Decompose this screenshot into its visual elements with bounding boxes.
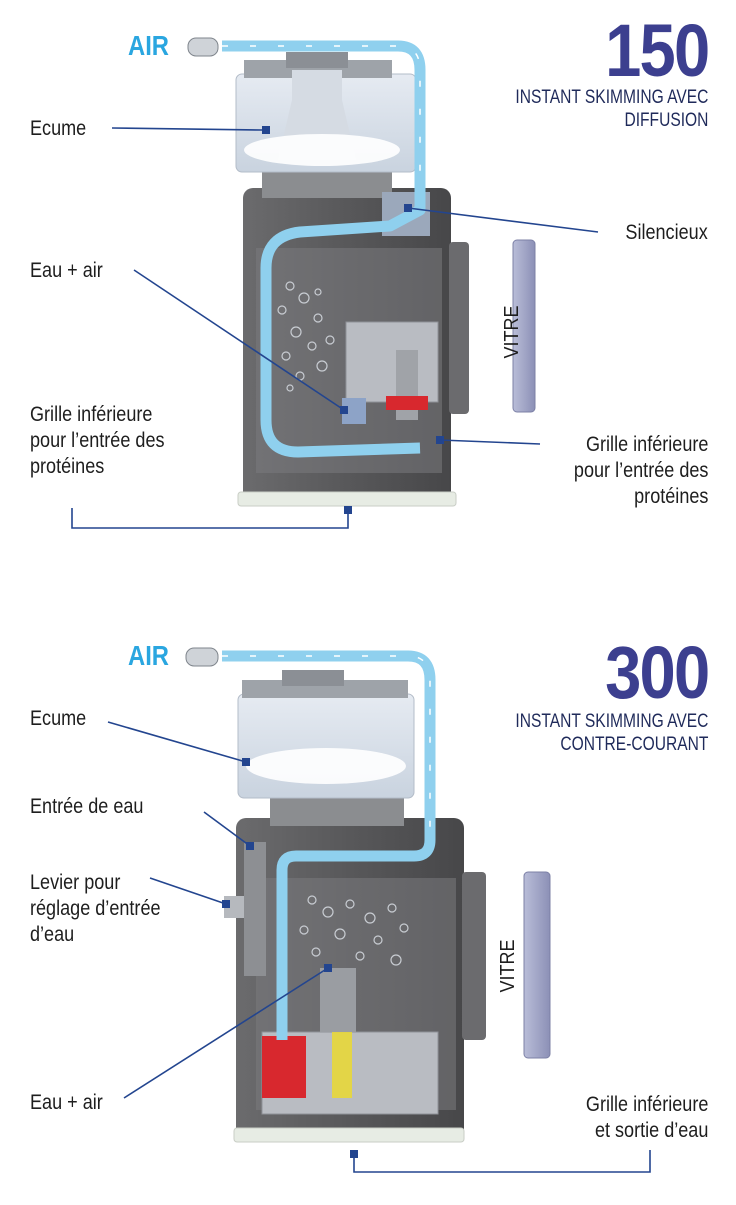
skimmer-300-riser: [270, 796, 404, 826]
skimmer-150-base: [237, 491, 457, 507]
bubbles-300: [299, 895, 409, 966]
skimmer-300-foam: [246, 748, 406, 784]
pump-300-impeller: [332, 1026, 352, 1098]
air-label-300: AIR: [128, 640, 169, 671]
label-grille-left-150: Grille inférieure pour l’entrée des prot…: [30, 403, 165, 478]
pump-300-venturi: [320, 968, 356, 1032]
skimmer-150-riser: [262, 170, 392, 198]
air-label-150: AIR: [128, 30, 169, 61]
label-silencieux-150: Silencieux: [625, 221, 708, 244]
subtitle-150: INSTANT SKIMMING AVEC DIFFUSION: [514, 87, 708, 131]
vitre-label-150: VITRE: [501, 305, 523, 359]
vitre-300-glass: [523, 871, 551, 1059]
vitre-150-glass: [512, 239, 536, 413]
label-ecume-300: Ecume: [30, 707, 87, 730]
skimmer-150-cap: [286, 52, 348, 68]
pump-300-volute: [262, 1036, 306, 1098]
bubbles-150: [277, 281, 335, 392]
leader-lines-300: [107, 721, 651, 1173]
skimmer-300-cap: [282, 670, 344, 686]
skimmer-300-clip: [462, 872, 486, 1040]
air-intake-300-icon: [185, 647, 219, 667]
leader-lines-150: [71, 127, 599, 529]
skimmer-150: [71, 37, 599, 529]
skimmer-150-foam: [244, 134, 400, 166]
label-levier-300: Levier pour réglage d’entrée d’eau: [30, 871, 161, 946]
model-number-300: 300: [604, 631, 710, 714]
pump-150: [345, 321, 439, 403]
air-flow-300: [222, 650, 436, 1040]
skimmer-150-lid: [244, 60, 392, 78]
label-grille-right-150: Grille inférieure pour l’entrée des prot…: [573, 433, 708, 508]
vitre-label-300: VITRE: [497, 939, 519, 993]
pump-150-impeller: [386, 396, 428, 410]
label-grille-sortie-300: Grille inférieure et sortie d’eau: [585, 1093, 708, 1142]
label-eau-air-150: Eau + air: [30, 259, 103, 282]
water-intake-300: [244, 842, 266, 976]
air-intake-150-icon: [187, 37, 219, 57]
skimmer-150-clip: [449, 242, 469, 414]
skimmer-300-base: [233, 1127, 465, 1143]
subtitle-300: INSTANT SKIMMING AVEC CONTRE-COURANT: [514, 711, 708, 755]
leader-dots-300: [222, 758, 358, 1158]
label-eau-air-300: Eau + air: [30, 1091, 103, 1114]
model-number-150: 150: [604, 9, 710, 92]
label-entree-eau-300: Entrée de eau: [30, 795, 144, 818]
skimmer-300: [107, 647, 651, 1173]
leader-dots-150: [262, 126, 444, 514]
air-flow-150: [222, 40, 426, 458]
label-ecume-150: Ecume: [30, 117, 87, 140]
